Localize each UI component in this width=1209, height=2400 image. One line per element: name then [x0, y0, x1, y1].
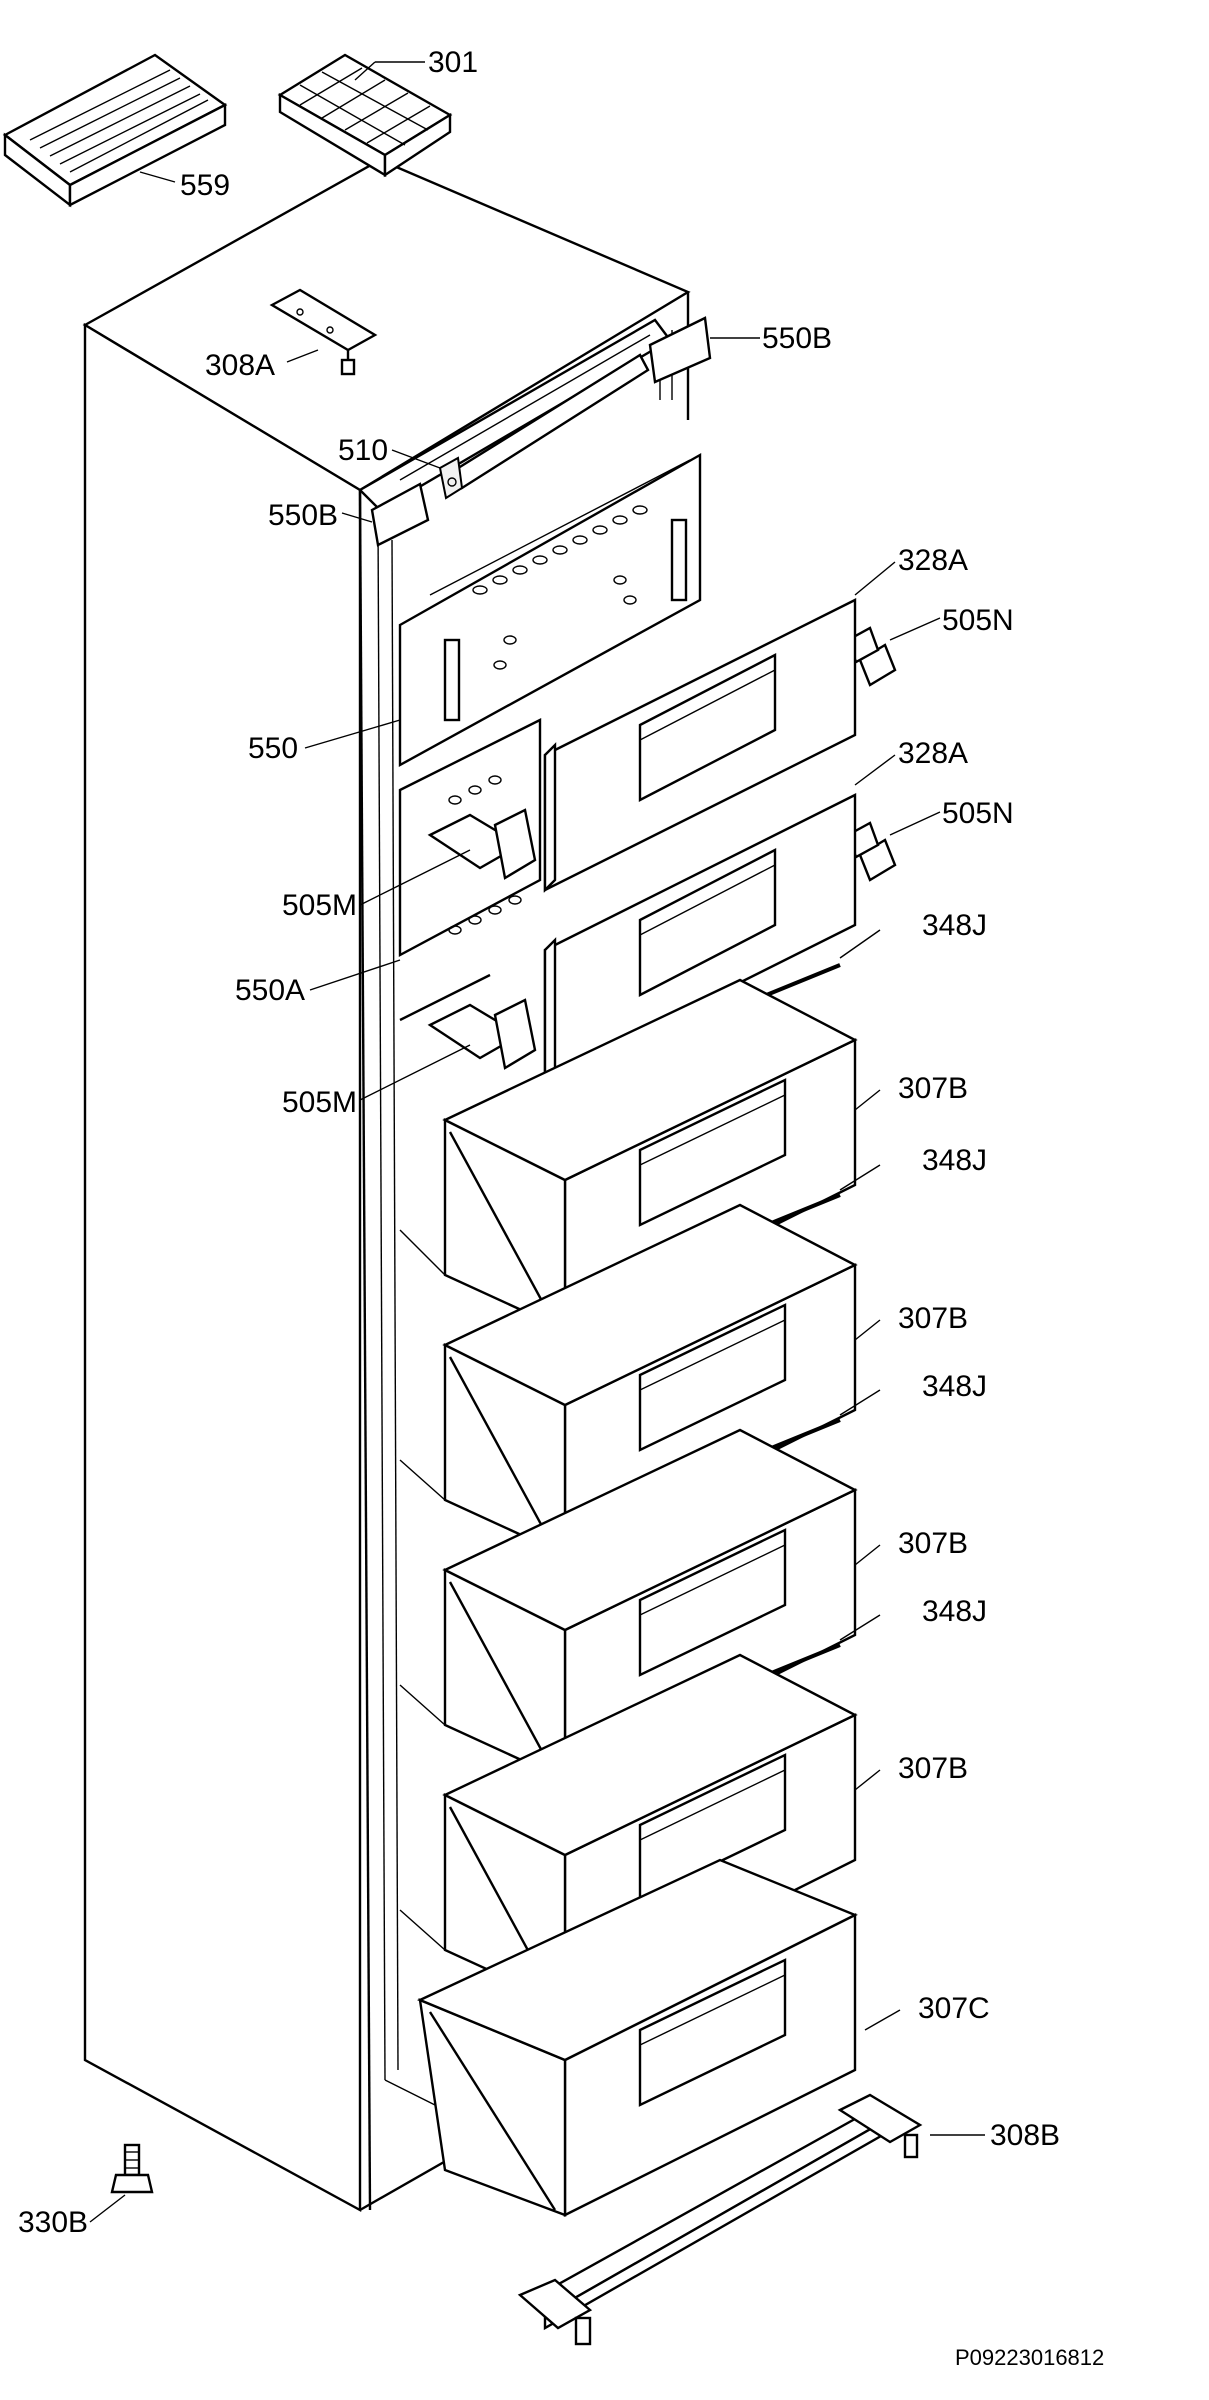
- callout-348j-4: 348J: [922, 1595, 987, 1628]
- document-code: P09223016812: [955, 2345, 1104, 2370]
- callout-550b-top: 550B: [762, 322, 832, 355]
- callout-550b-left: 550B: [268, 499, 338, 532]
- callout-550a: 550A: [235, 974, 305, 1007]
- flap-328a-1: [543, 598, 857, 893]
- callout-505n-2: 505N: [942, 797, 1014, 830]
- callout-labels: 301 559 308A 550B 510 550B 328A 505N 550…: [18, 46, 1060, 2239]
- bracket-505n-2: [846, 821, 897, 882]
- callout-307b-3: 307B: [898, 1527, 968, 1560]
- tray-559: [2, 53, 228, 208]
- callout-307b-2: 307B: [898, 1302, 968, 1335]
- foot-screw-330b: [110, 2143, 154, 2194]
- callout-550: 550: [248, 732, 298, 765]
- callout-301: 301: [428, 46, 478, 79]
- frame-bar-510: [438, 353, 650, 500]
- callout-307b-1: 307B: [898, 1072, 968, 1105]
- callout-307b-4: 307B: [898, 1752, 968, 1785]
- cover-550b-top: [648, 316, 712, 384]
- callout-505m-1: 505M: [282, 889, 357, 922]
- bracket-505m-2: [427, 998, 537, 1070]
- bracket-505m-1: [427, 808, 537, 880]
- hinge-308a: [269, 288, 378, 376]
- callout-505m-2: 505M: [282, 1086, 357, 1119]
- callout-328a-2: 328A: [898, 737, 968, 770]
- callout-559: 559: [180, 169, 230, 202]
- cover-550b-left: [370, 482, 430, 547]
- ice-tray-301: [277, 53, 453, 178]
- callout-510: 510: [338, 434, 388, 467]
- hinge-bar-308b: [517, 2093, 923, 2346]
- callout-308b: 308B: [990, 2119, 1060, 2152]
- leader-lines: [89, 61, 985, 2223]
- back-panel-550: [398, 452, 702, 768]
- callout-348j-2: 348J: [922, 1144, 987, 1177]
- callout-505n-1: 505N: [942, 604, 1014, 637]
- callout-308a: 308A: [205, 349, 275, 382]
- flap-328a-2: [543, 793, 857, 1083]
- callout-328a-1: 328A: [898, 544, 968, 577]
- callout-348j-1: 348J: [922, 909, 987, 942]
- callout-348j-3: 348J: [922, 1370, 987, 1403]
- callout-307c: 307C: [918, 1992, 990, 2025]
- callout-330b: 330B: [18, 2206, 88, 2239]
- drawer-307c: [417, 1858, 858, 2217]
